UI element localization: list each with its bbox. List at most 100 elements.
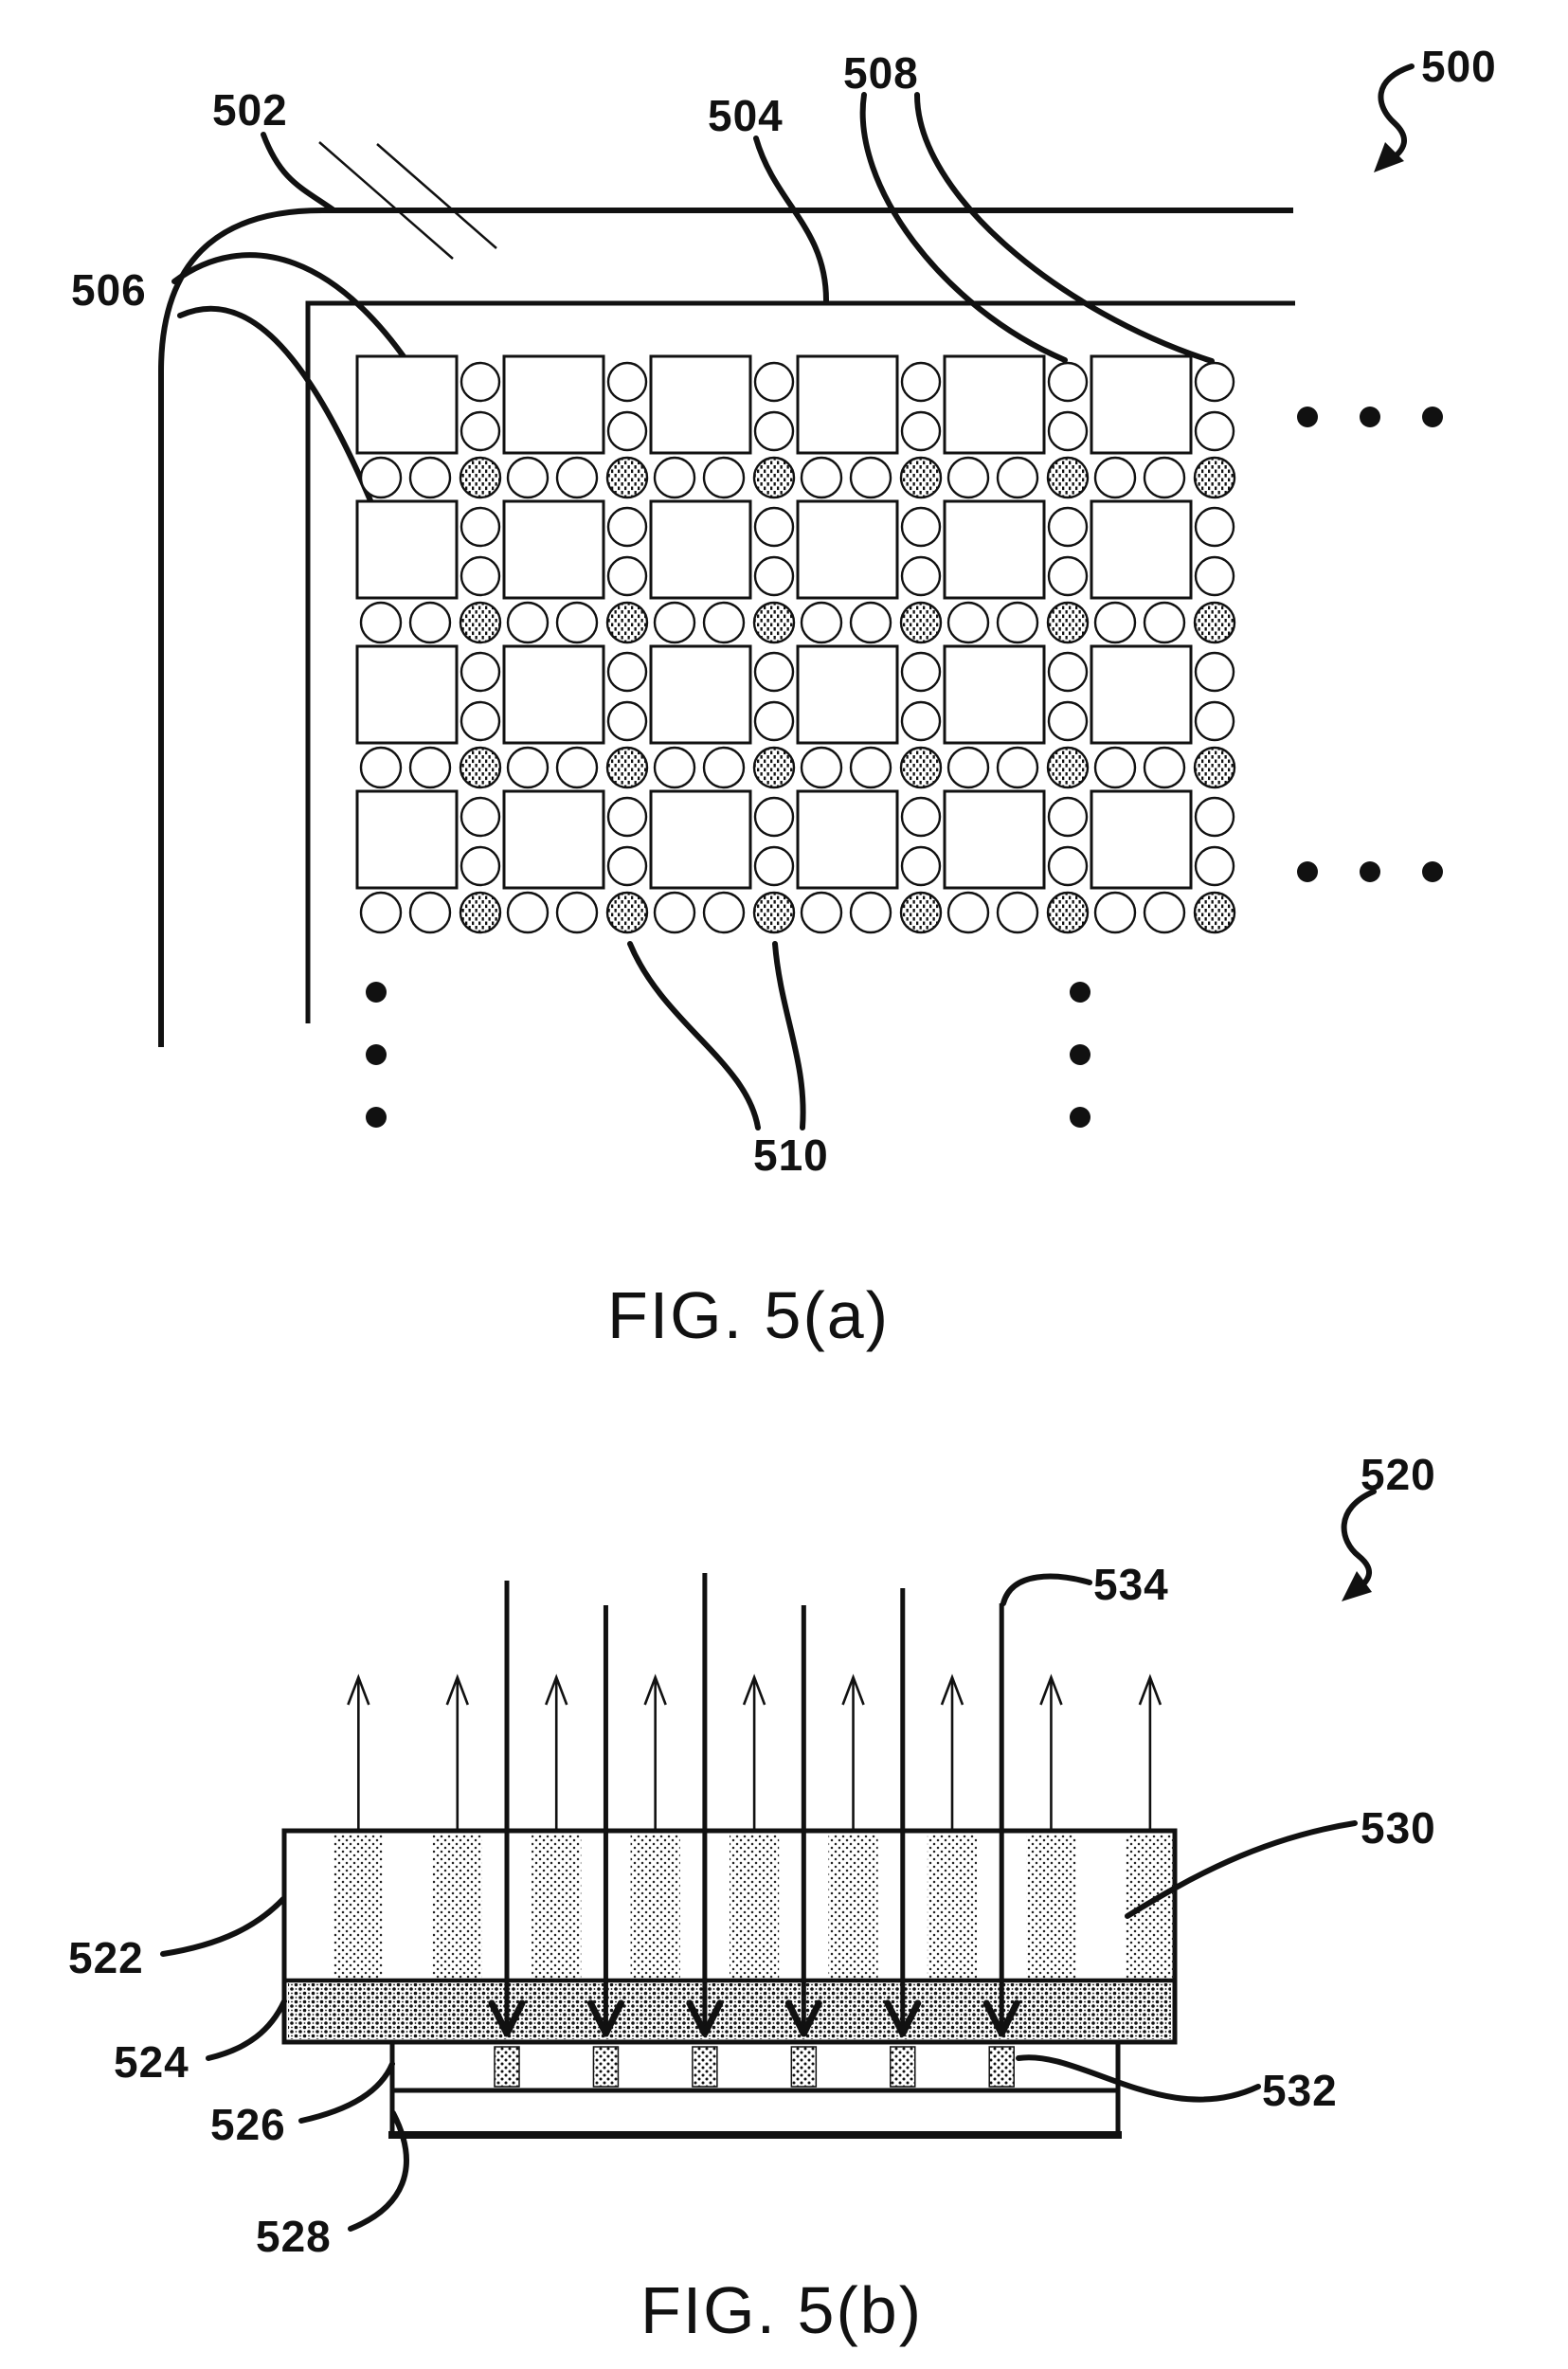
subpixel-circle [1047, 361, 1089, 403]
up-arrow-head [841, 1673, 865, 1706]
subpixel-circle [900, 555, 942, 597]
up-arrow-head [1138, 1673, 1162, 1706]
subpixel-circle [653, 601, 696, 644]
ellipsis-dot [1360, 407, 1380, 427]
arrow-500-head [1374, 142, 1404, 172]
down-arrow-head [488, 1999, 526, 2037]
pixel-square [502, 499, 605, 600]
ellipsis-dot [1070, 1107, 1090, 1128]
leader-510-b [772, 941, 806, 1130]
subpixel-circle [606, 651, 648, 693]
dotted-subpixel-circle [459, 891, 502, 934]
subpixel-circle [460, 506, 501, 548]
ellipsis-dot [1297, 861, 1318, 882]
ellipsis-dot [366, 1107, 387, 1128]
pixel-square [1090, 789, 1193, 890]
leader-504 [753, 136, 829, 303]
subpixel-circle [900, 410, 942, 452]
dotted-subpixel-circle [1046, 601, 1090, 644]
subpixel-circle [606, 555, 648, 597]
pixel-square [943, 354, 1046, 455]
emitter-stripe-530 [1026, 1835, 1076, 1979]
leader-528 [348, 2110, 409, 2232]
subpixel-circle [702, 456, 746, 499]
emitter-stripe-530 [630, 1835, 680, 1979]
pixel-square [796, 354, 899, 455]
subpixel-circle [849, 891, 892, 934]
dotted-subpixel-circle [1193, 891, 1236, 934]
subpixel-circle [1194, 410, 1235, 452]
subpixel-circle [1047, 410, 1089, 452]
subpixel-circle [800, 601, 843, 644]
down-arrow-head [884, 1999, 922, 2037]
leader-510-a [627, 941, 761, 1130]
subpixel-circle [1194, 506, 1235, 548]
subpixel-circle [753, 361, 795, 403]
down-arrow-head [686, 1999, 724, 2037]
subpixel-circle [506, 891, 550, 934]
fig-b-leaders [160, 1489, 1377, 2232]
layer-528-outline [389, 2088, 1121, 2139]
pixel-square [943, 499, 1046, 600]
dotted-subpixel-circle [605, 891, 649, 934]
subpixel-circle [702, 601, 746, 644]
ellipsis-dot [1422, 407, 1443, 427]
subpixel-circle [606, 796, 648, 838]
subpixel-circle [359, 601, 403, 644]
aperture-box-532 [692, 2046, 718, 2088]
subpixel-circle [460, 651, 501, 693]
subpixel-circle [408, 456, 452, 499]
subpixel-circle [606, 506, 648, 548]
ref-label-528: 528 [256, 2212, 332, 2261]
subpixel-circle [359, 891, 403, 934]
subpixel-circle [753, 796, 795, 838]
leader-508-b [914, 92, 1215, 364]
subpixel-circle [1194, 700, 1235, 742]
subpixel-circle [606, 700, 648, 742]
subpixel-circle [460, 555, 501, 597]
dotted-subpixel-circle [899, 891, 943, 934]
up-arrow-head [445, 1673, 469, 1706]
subpixel-circle [1047, 796, 1089, 838]
emitted-light-arrows [347, 1673, 1162, 1829]
subpixel-circle [506, 746, 550, 789]
cover-glass-outline [158, 208, 1293, 1047]
subpixel-circle [946, 601, 990, 644]
dotted-subpixel-circle [605, 456, 649, 499]
subpixel-circle [996, 456, 1039, 499]
dotted-subpixel-circle [899, 601, 943, 644]
arrow-500 [1378, 63, 1415, 164]
subpixel-circle [946, 891, 990, 934]
subpixel-circle [946, 746, 990, 789]
down-arrow-head [784, 1999, 822, 2037]
subpixel-circle [800, 456, 843, 499]
glass-reflection-marks [318, 141, 497, 260]
ref-label-522: 522 [68, 1933, 144, 1982]
arrow-520 [1341, 1489, 1377, 1593]
subpixel-circle [900, 361, 942, 403]
subpixel-circle [800, 746, 843, 789]
subpixel-circle [359, 746, 403, 789]
incident-light-arrows-534 [488, 1573, 1020, 2037]
aperture-box-532 [494, 2046, 520, 2088]
dotted-subpixel-circle [1046, 891, 1090, 934]
subpixel-circle [506, 601, 550, 644]
ref-label-530: 530 [1361, 1803, 1436, 1853]
dotted-subpixel-circle [899, 746, 943, 789]
subpixel-circle [1194, 361, 1235, 403]
pixel-square [502, 644, 605, 745]
subpixel-circle [359, 456, 403, 499]
emitter-stripe-530 [1125, 1835, 1175, 1979]
subpixel-circle [1047, 845, 1089, 887]
subpixel-circle [1093, 601, 1137, 644]
aperture-box-532 [890, 2046, 916, 2088]
subpixel-circle [653, 746, 696, 789]
subpixel-circle [408, 601, 452, 644]
subpixel-circle [996, 601, 1039, 644]
ref-label-510: 510 [753, 1130, 829, 1180]
leader-506-b [177, 305, 380, 519]
leader-526 [298, 2061, 395, 2124]
leader-502 [261, 132, 335, 212]
